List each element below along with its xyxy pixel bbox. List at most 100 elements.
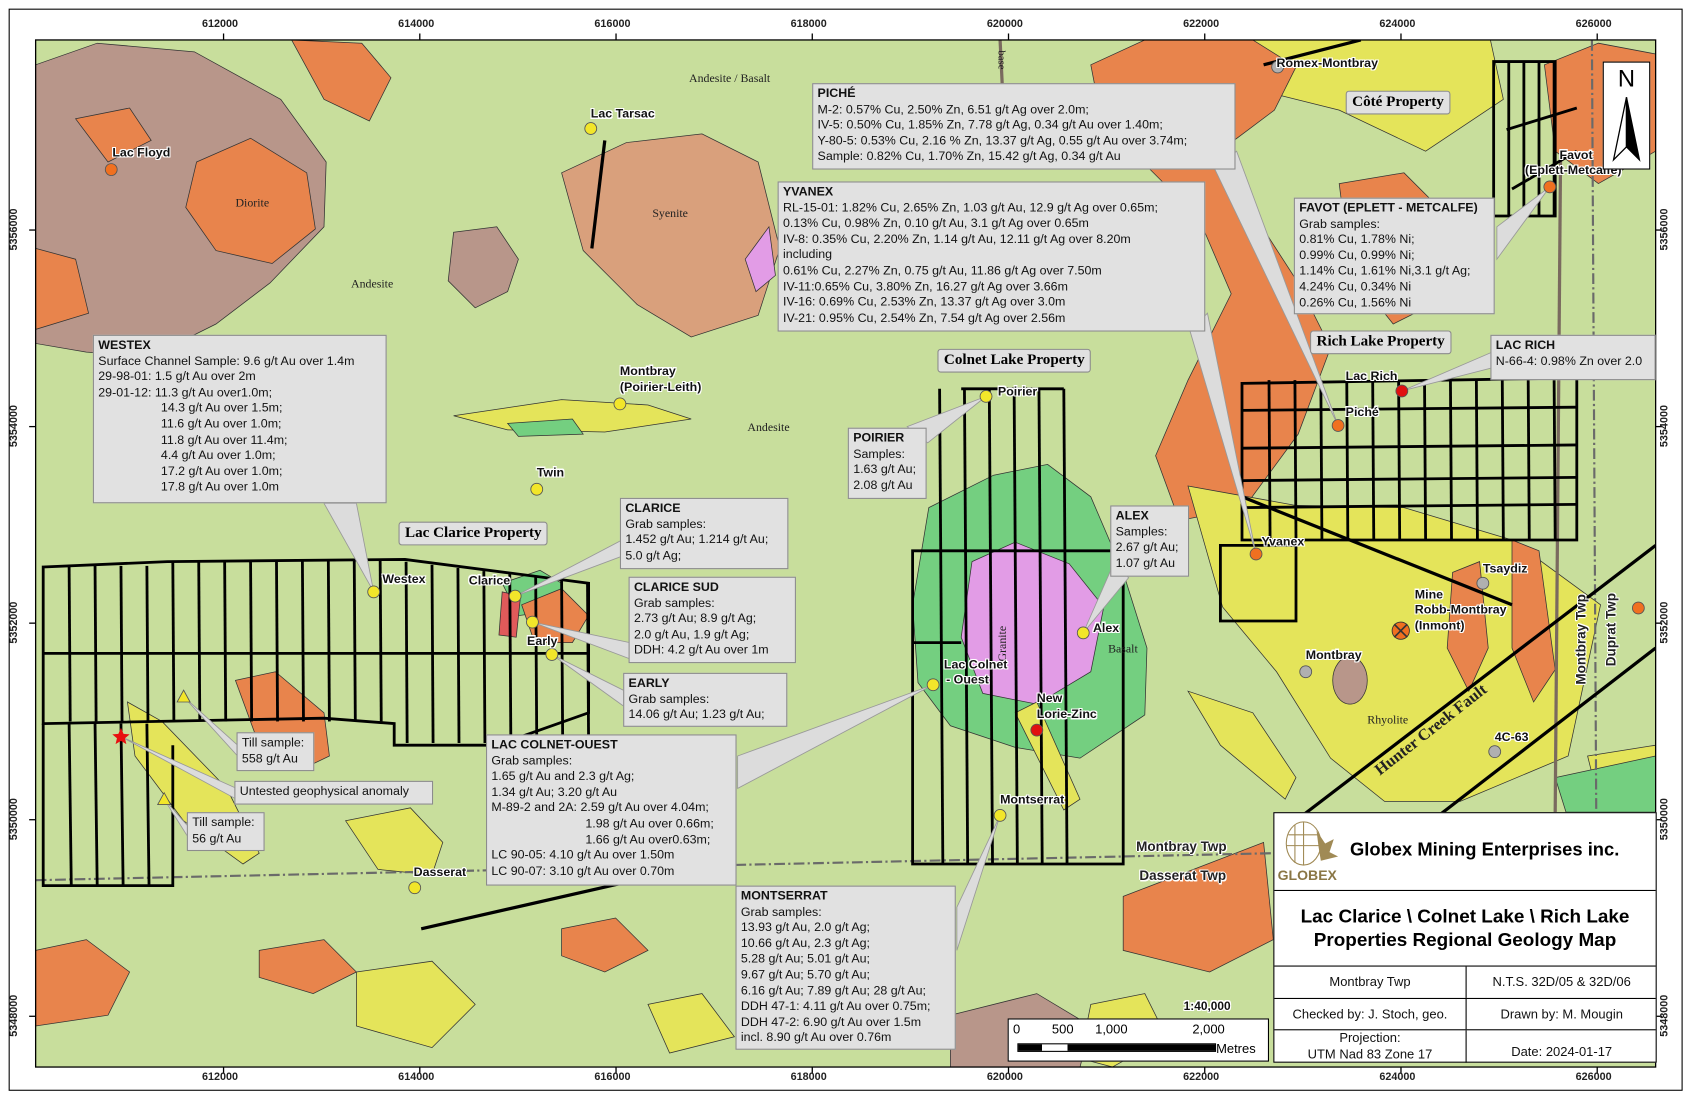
township-cell: Montbray Twp: [1274, 966, 1467, 998]
past-producer-marker: [1488, 745, 1502, 759]
point-label: Lac Rich: [1345, 370, 1398, 384]
property-label-rich-lake: Rich Lake Property: [1310, 330, 1452, 355]
intrusive-unit: [35, 939, 131, 1027]
cu-ni-showing-marker: [1543, 180, 1557, 194]
axis-tick-label: 620000: [986, 1071, 1023, 1084]
claim-boundary: [1037, 388, 1044, 865]
title-block: GLOBEX Globex Mining Enterprises inc. La…: [1273, 812, 1657, 1063]
claim-boundary: [275, 560, 279, 722]
rock-label: Andesite: [747, 421, 790, 435]
leader-montserrat: [956, 815, 1001, 951]
cu-zn-showing-marker: [1331, 419, 1345, 432]
callout-line: 13.93 g/t Au, 2.0 g/t Ag;: [740, 921, 871, 935]
scale-label: 500: [1051, 1021, 1074, 1037]
claim-boundary: [1449, 380, 1453, 541]
callout-line: 1.63 g/t Au;: [853, 463, 917, 477]
point-label: Lac Tarsac: [590, 108, 655, 121]
claim-boundary: [171, 560, 176, 722]
claim-boundary: [508, 574, 513, 744]
cu-zn-showing-marker: [104, 163, 118, 176]
point-label: Piché: [1345, 406, 1379, 420]
callout-line: 558 g/t Au: [241, 752, 298, 766]
township-label: Duprat Twp: [1603, 593, 1619, 667]
cu-zn-showing-marker: [1631, 601, 1645, 615]
point-label: Poirier: [997, 385, 1038, 399]
claim-boundary: [352, 560, 357, 722]
rock-label: Andesite: [351, 277, 394, 291]
callout-line: 9.67 g/t Au; 5.70 g/t Au;: [740, 968, 871, 982]
callout-line: 0.26% Cu, 1.56% Ni: [1299, 296, 1412, 310]
callout-line: 5.0 g/t Ag;: [625, 549, 682, 563]
point-label: - Ouest: [946, 673, 989, 687]
callout-favot: FAVOT (EPLETT - METCALFE)Grab samples:0.…: [1293, 197, 1495, 315]
hunter-creek-fault-line: [1273, 544, 1656, 839]
intrusive-unit: [291, 39, 392, 122]
zn-showing-marker: [1395, 384, 1409, 398]
callout-line: including: [783, 248, 833, 262]
claim-boundary: [1500, 380, 1505, 541]
point-label: Clarice: [468, 574, 511, 588]
rhyolite-unit: [1187, 690, 1297, 800]
claim-boundary: [119, 565, 124, 722]
callout-line: 1.66 g/t Au over0.63m;: [585, 833, 711, 847]
callout-line: 5.28 g/t Au; 5.01 g/t Au;: [740, 952, 871, 966]
axis-tick-label: 5352000: [1658, 601, 1671, 644]
claim-boundary: [1241, 405, 1577, 412]
claim-boundary: [93, 723, 99, 886]
date-cell: Date: 2024-01-17: [1511, 1044, 1613, 1060]
callout-line: 1.65 g/t Au and 2.3 g/t Ag;: [491, 770, 635, 784]
callout-title: YVANEX: [783, 185, 834, 199]
point-label: Early: [527, 635, 558, 648]
township-boundary: [1590, 39, 1598, 813]
point-label: Robb-Montbray: [1414, 603, 1507, 617]
granite-unit: [960, 541, 1105, 705]
point-label: Westex: [382, 573, 426, 587]
past-producer-marker: [1299, 665, 1313, 679]
claim-boundary: [1552, 380, 1557, 541]
title-block-row: Montbray Twp N.T.S. 32D/05 & 32D/06: [1274, 966, 1656, 1000]
callout-line: 0.13% Cu, 0.98% Zn, 0.10 g/t Au, 3.1 g/t…: [783, 217, 1089, 231]
title-block-row: Projection: UTM Nad 83 Zone 17 Date: 202…: [1274, 1030, 1655, 1063]
claim-boundary: [1492, 60, 1557, 218]
axis-tick-label: 614000: [398, 1071, 435, 1084]
callout-line: Samples:: [1115, 525, 1168, 539]
property-label-colnet-lake: Colnet Lake Property: [937, 348, 1092, 373]
granite-unit: [744, 225, 776, 293]
showings: [104, 60, 1645, 895]
callout-line: N-66-4: 0.98% Zn over 2.0: [1495, 354, 1643, 368]
past-producer-marker: [1271, 60, 1285, 74]
callout-till-sample-558: Till sample:558 g/t Au: [236, 732, 315, 772]
point-label: Tsaydiz: [1482, 562, 1528, 576]
scale-label: 2,000: [1192, 1021, 1225, 1037]
callout-line: 2.0 g/t Au, 1.9 g/t Ag;: [633, 628, 750, 642]
claim-boundary: [1012, 388, 1019, 865]
north-arrow-icon: [1612, 97, 1641, 162]
township-label: Montbray Twp: [1573, 594, 1589, 685]
claim-boundary: [1241, 475, 1577, 483]
intrusive-unit: [1511, 539, 1556, 703]
axis-tick-label: 618000: [790, 1071, 827, 1084]
callout-line: M-89-2 and 2A: 2.59 g/t Au over 4.04m;: [491, 801, 709, 815]
callout-line: DDH: 4.2 g/t Au over 1m: [633, 644, 769, 658]
claim-boundary: [1506, 106, 1578, 131]
au-showing-marker: [1076, 626, 1090, 640]
callout-line: 0.81% Cu, 1.78% Ni;: [1299, 233, 1415, 247]
point-label: (Eplett-Metcalfe): [1524, 164, 1622, 178]
callout-title: LAC COLNET-OUEST: [491, 738, 618, 752]
claim-boundary: [41, 723, 175, 888]
intrusive-unit: [258, 939, 358, 995]
claim-boundary: [1397, 380, 1402, 541]
axis-tick-label: 612000: [201, 18, 239, 31]
rock-label: Granite: [996, 625, 1010, 662]
fault-line: [1241, 495, 1513, 607]
rhyolite-unit: [344, 807, 444, 876]
callout-line: 14.3 g/t Au over 1.5m;: [160, 402, 283, 416]
axis-tick-label: 5348000: [8, 994, 21, 1037]
callout-title: ALEX: [1115, 509, 1149, 523]
callout-line: Grab samples:: [633, 596, 715, 610]
callout-line: 1.98 g/t Au over 0.66m;: [585, 817, 714, 831]
till-sample-marker: [156, 791, 172, 806]
